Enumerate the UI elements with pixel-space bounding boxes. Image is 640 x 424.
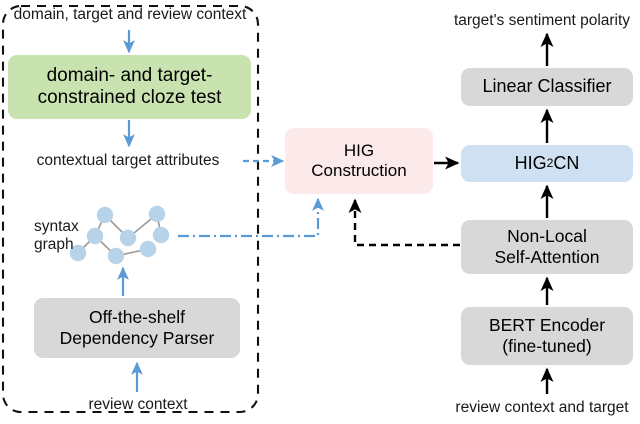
hig-construction-box[interactable]: HIG Construction	[285, 128, 433, 194]
edge-syntax-graph-to-hig	[178, 197, 324, 238]
contextual-target-attributes-label: contextual target attributes	[36, 152, 220, 169]
non-local-self-attention-box[interactable]: Non-Local Self-Attention	[461, 220, 633, 274]
linear-classifier-box[interactable]: Linear Classifier	[461, 68, 633, 106]
hig2cn-label-suffix: CN	[553, 152, 580, 173]
hig2cn-label-superscript: 2	[546, 156, 554, 171]
left-input-label: domain, target and review context	[13, 6, 247, 23]
dependency-parser-box[interactable]: Off-the-shelf Dependency Parser	[34, 298, 240, 358]
review-context-and-target-label: review context and target	[455, 399, 629, 416]
hig2cn-label-prefix: HIG	[514, 152, 547, 173]
edge-nonlocal-to-hig	[348, 198, 460, 247]
cloze-test-box[interactable]: domain- and target- constrained cloze te…	[8, 55, 251, 119]
syntax-graph-label: syntax graph	[34, 218, 79, 253]
target-sentiment-polarity-label: target's sentiment polarity	[453, 12, 631, 29]
bert-encoder-box[interactable]: BERT Encoder (fine-tuned)	[461, 307, 633, 365]
review-context-input-label: review context	[88, 396, 188, 413]
